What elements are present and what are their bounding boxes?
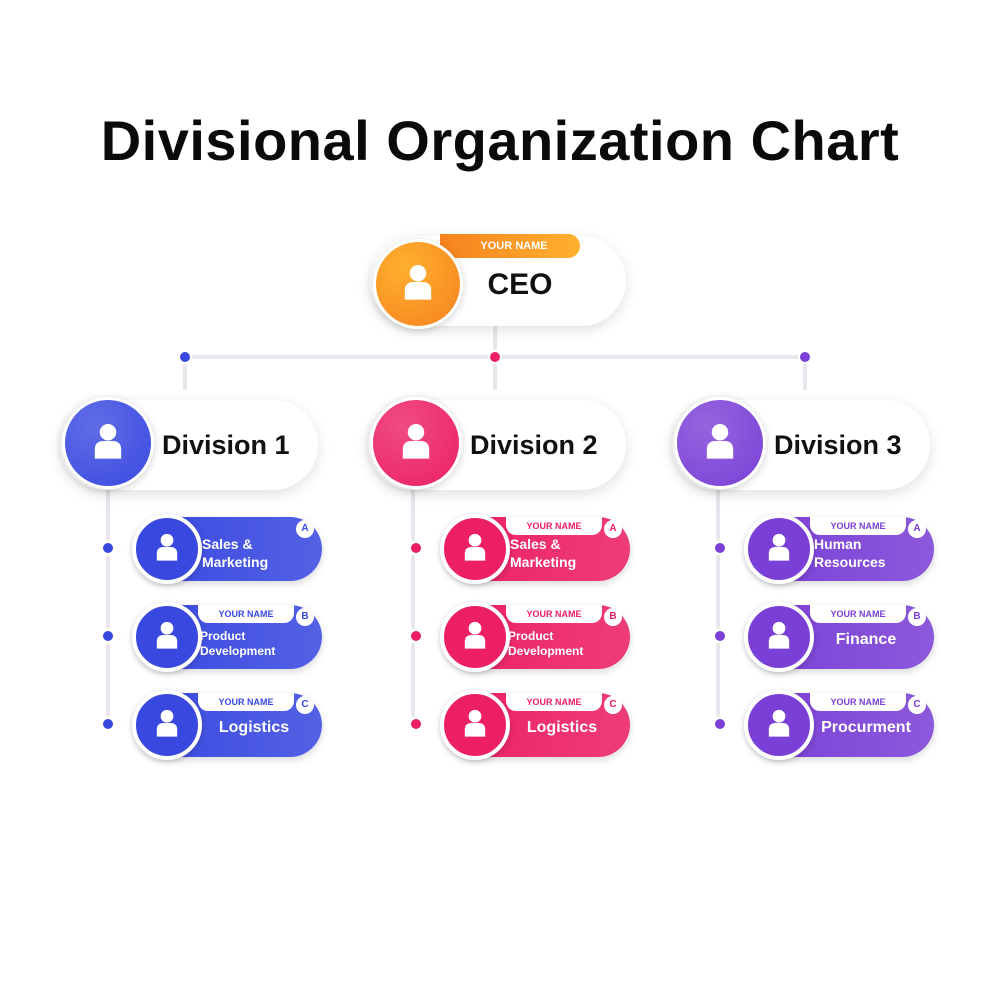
division-title: Division 2 [470, 430, 598, 460]
unit-label: Procurment [821, 719, 911, 736]
unit-name-tag: YOUR NAME [506, 605, 602, 623]
unit-avatar [132, 514, 202, 584]
connector-dot [715, 543, 725, 553]
unit-letter-badge: A [604, 520, 622, 538]
person-icon [698, 419, 742, 468]
unit-name-tag: YOUR NAME [810, 693, 906, 711]
unit-avatar [132, 690, 202, 760]
division-avatar [62, 397, 154, 489]
connector-dot [103, 719, 113, 729]
ceo-name-tag: YOUR NAME [440, 234, 580, 258]
unit-avatar [744, 690, 814, 760]
unit-letter-badge: A [296, 520, 314, 538]
division-avatar [370, 397, 462, 489]
connector-dot [411, 631, 421, 641]
unit-label: Human Resources [814, 536, 886, 570]
connector-dot [411, 719, 421, 729]
unit-name-tag: YOUR NAME [198, 605, 294, 623]
unit-label: Finance [835, 631, 897, 648]
person-icon [150, 706, 184, 745]
person-icon [394, 419, 438, 468]
unit-avatar [744, 602, 814, 672]
person-icon [762, 706, 796, 745]
connector-dot [715, 719, 725, 729]
person-icon [458, 706, 492, 745]
unit-name-tag: YOUR NAME [198, 693, 294, 711]
unit-letter-badge: C [908, 696, 926, 714]
ceo-avatar [373, 239, 463, 329]
unit-avatar [440, 514, 510, 584]
unit-letter-badge: A [908, 520, 926, 538]
unit-avatar [440, 602, 510, 672]
unit-label: Logistics [218, 719, 290, 736]
person-icon [458, 530, 492, 569]
page-title: Divisional Organization Chart [100, 109, 900, 172]
person-icon [150, 618, 184, 657]
unit-avatar [440, 690, 510, 760]
connector-dot [715, 631, 725, 641]
unit-name-tag: YOUR NAME [810, 517, 906, 535]
division-avatar [674, 397, 766, 489]
connector-dot [411, 543, 421, 553]
person-icon [458, 618, 492, 657]
person-icon [86, 419, 130, 468]
unit-label: Sales & Marketing [202, 536, 269, 570]
connector-dot [103, 543, 113, 553]
unit-label: Sales & Marketing [510, 536, 577, 570]
unit-letter-badge: B [604, 608, 622, 626]
connector-dot [103, 631, 113, 641]
division-title: Division 3 [774, 430, 902, 460]
unit-letter-badge: C [604, 696, 622, 714]
unit-avatar [744, 514, 814, 584]
unit-avatar [132, 602, 202, 672]
unit-label: Product Development [200, 629, 276, 658]
unit-name-tag: YOUR NAME [506, 693, 602, 711]
person-icon [396, 260, 440, 309]
division-title: Division 1 [162, 430, 290, 460]
ceo-title: CEO [487, 268, 553, 301]
unit-letter-badge: B [296, 608, 314, 626]
unit-letter-badge: C [296, 696, 314, 714]
unit-name-tag: YOUR NAME [810, 605, 906, 623]
person-icon [762, 618, 796, 657]
unit-label: Logistics [526, 719, 598, 736]
person-icon [150, 530, 184, 569]
unit-letter-badge: B [908, 608, 926, 626]
unit-name-tag: YOUR NAME [506, 517, 602, 535]
person-icon [762, 530, 796, 569]
unit-label: Product Development [508, 629, 584, 658]
